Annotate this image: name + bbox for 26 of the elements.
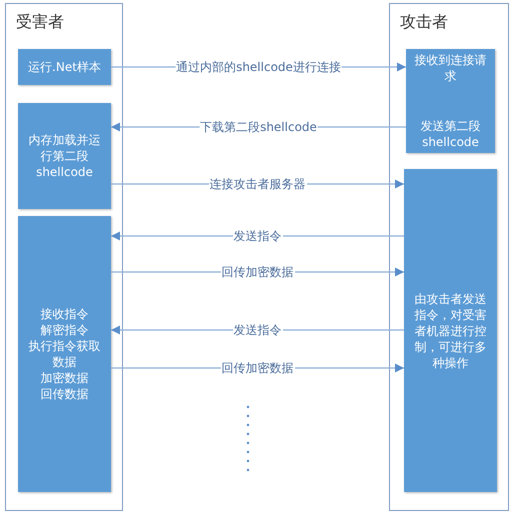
box-text: 接收指令 (40, 306, 88, 322)
edge-label: 连接攻击者服务器 (208, 177, 306, 191)
edge-label: 发送指令 (232, 323, 282, 337)
edge-label: 发送指令 (232, 229, 282, 243)
process-box (18, 103, 111, 209)
edge-label: 通过内部的shellcode进行连接 (175, 60, 342, 74)
box-text: 运行.Net样本 (28, 59, 101, 75)
process-box (18, 216, 111, 492)
box-text: 加密数据 (40, 370, 88, 386)
box-text: 接收到连接请求 (414, 52, 487, 84)
process-box (406, 49, 495, 153)
box-text: 发送第二段shellcode (420, 118, 482, 150)
box-text: 执行指令获取数据 (28, 338, 102, 370)
process-box (404, 169, 497, 492)
box-text: 由攻击者发送指令，对受害者机器进行控制，可进行多种操作 (414, 290, 488, 370)
lane-title: 攻击者 (400, 12, 448, 33)
lane-title: 受害者 (16, 12, 64, 33)
edge-label: 下载第二段shellcode (199, 120, 318, 134)
swimlane (5, 3, 123, 511)
edge-label: 回传加密数据 (220, 265, 294, 279)
box-text: 解密指令 (40, 322, 88, 338)
edge-label: 回传加密数据 (220, 361, 294, 375)
box-text: 回传数据 (40, 386, 88, 402)
swimlane (389, 3, 509, 511)
box-text: 内存加载并运行第二段shellcode (28, 132, 102, 180)
process-box (18, 49, 111, 85)
